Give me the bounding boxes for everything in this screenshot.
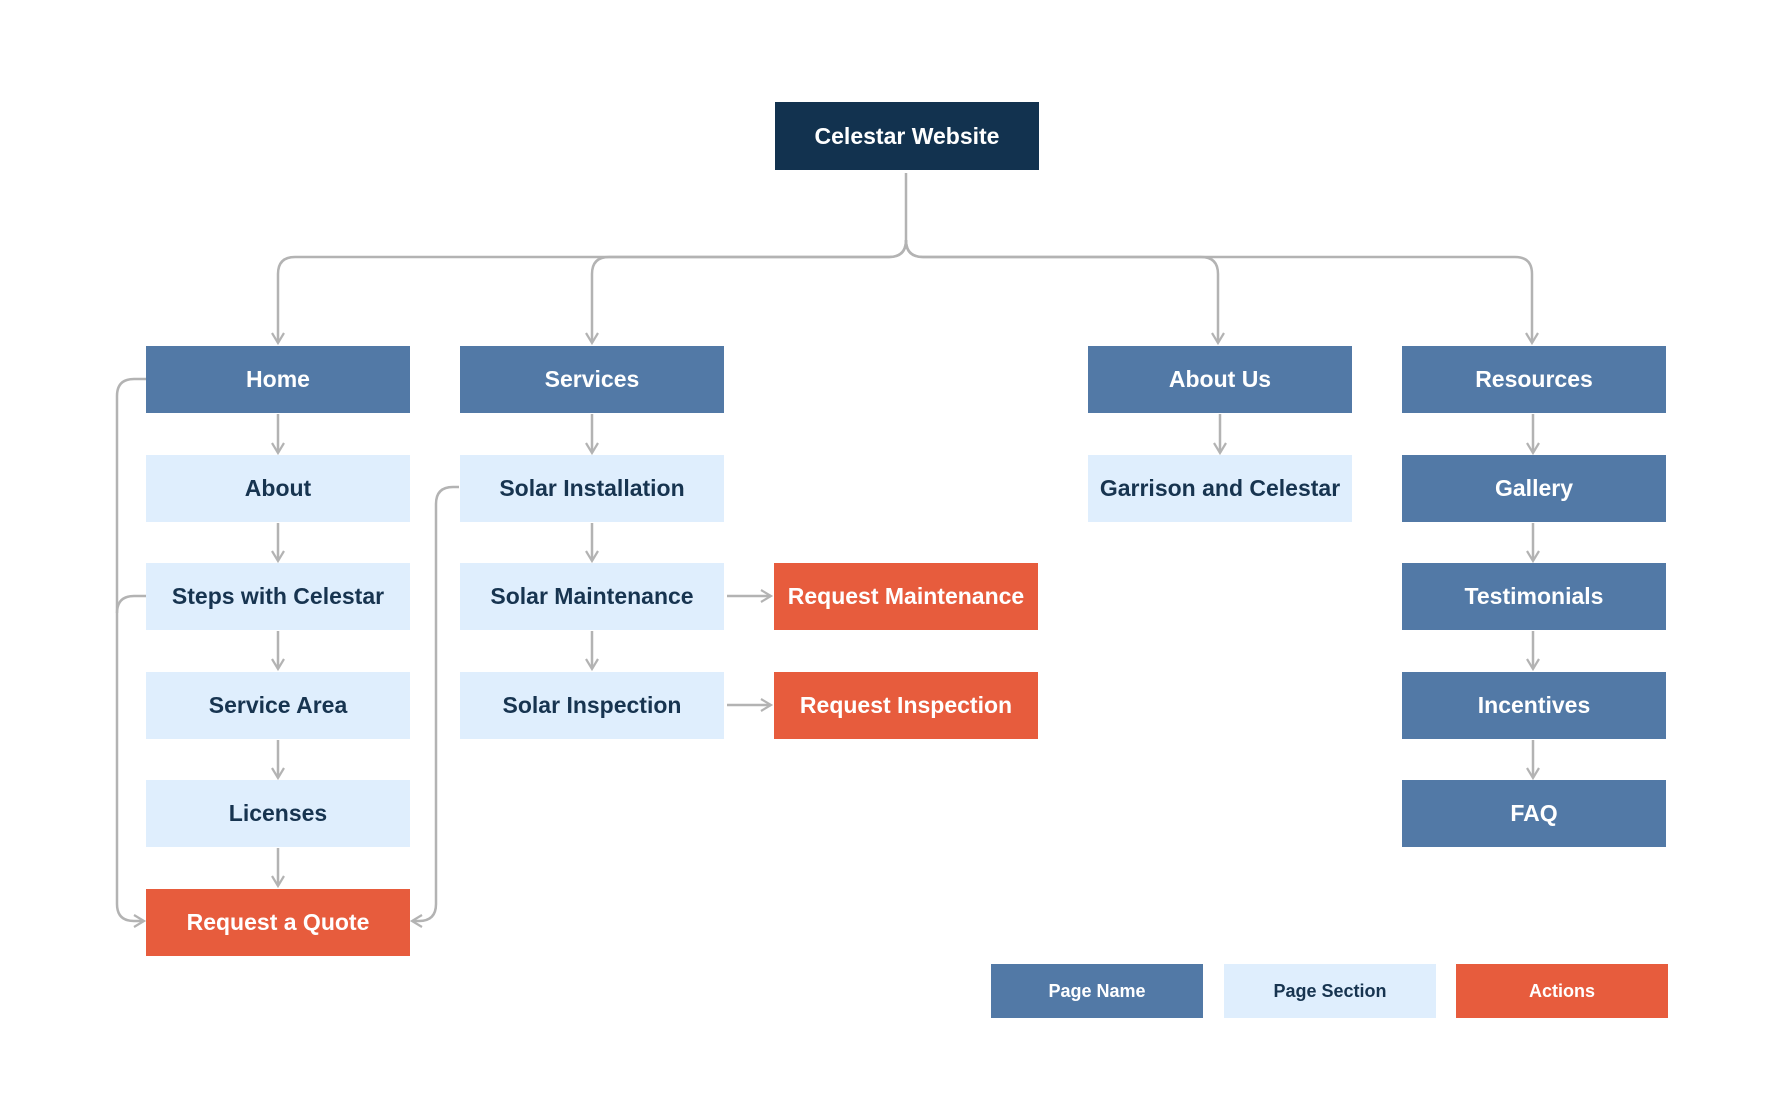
page-incentives: Incentives	[1402, 672, 1666, 739]
page-home: Home	[146, 346, 410, 413]
page-gallery-label: Gallery	[1495, 475, 1573, 501]
page-resources: Resources	[1402, 346, 1666, 413]
connector-home-to-quote	[115, 377, 147, 928]
connector-steps-to-quote	[115, 594, 146, 614]
section-solar-maintenance: Solar Maintenance	[460, 563, 724, 630]
section-about-label: About	[244, 475, 312, 501]
section-solar-maintenance-label: Solar Maintenance	[490, 583, 694, 609]
section-solar-installation: Solar Installation	[460, 455, 724, 522]
section-solar-inspection-label: Solar Inspection	[502, 692, 682, 718]
section-service-area-label: Service Area	[208, 692, 348, 718]
page-testimonials-label: Testimonials	[1464, 583, 1604, 609]
section-about: About	[146, 455, 410, 522]
page-home-label: Home	[246, 366, 310, 392]
section-licenses: Licenses	[146, 780, 410, 847]
section-service-area: Service Area	[146, 672, 410, 739]
section-garrison-and-celestar: Garrison and Celestar	[1088, 455, 1352, 522]
section-solar-inspection: Solar Inspection	[460, 672, 724, 739]
page-faq-label: FAQ	[1510, 800, 1558, 826]
section-solar-installation-label: Solar Installation	[499, 475, 685, 501]
legend-actions-label: Actions	[1528, 980, 1595, 1001]
connector-installation-to-quote	[409, 485, 459, 928]
page-resources-label: Resources	[1475, 366, 1593, 392]
page-faq: FAQ	[1402, 780, 1666, 847]
page-about-us: About Us	[1088, 346, 1352, 413]
action-request-inspection-label: Request Inspection	[799, 692, 1013, 718]
section-steps-label: Steps with Celestar	[171, 583, 385, 609]
page-gallery: Gallery	[1402, 455, 1666, 522]
legend-page-name: Page Name	[991, 964, 1203, 1018]
root-label: Celestar Website	[814, 122, 1000, 149]
action-request-maintenance-label: Request Maintenance	[787, 583, 1025, 609]
page-incentives-label: Incentives	[1477, 692, 1591, 718]
connector-root-to-services	[585, 239, 908, 346]
action-request-quote-label: Request a Quote	[186, 909, 370, 935]
section-garrison-label: Garrison and Celestar	[1099, 475, 1341, 501]
page-about-us-label: About Us	[1168, 366, 1272, 392]
action-request-quote: Request a Quote	[146, 889, 410, 956]
section-steps-with-celestar: Steps with Celestar	[146, 563, 410, 630]
page-services: Services	[460, 346, 724, 413]
legend-page-name-label: Page Name	[1048, 980, 1146, 1001]
legend-page-section: Page Section	[1224, 964, 1436, 1018]
section-licenses-label: Licenses	[228, 800, 328, 826]
action-request-maintenance: Request Maintenance	[774, 563, 1038, 630]
page-services-label: Services	[544, 366, 640, 392]
action-request-inspection: Request Inspection	[774, 672, 1038, 739]
root-node: Celestar Website	[775, 102, 1039, 170]
legend-page-section-label: Page Section	[1273, 980, 1387, 1001]
page-testimonials: Testimonials	[1402, 563, 1666, 630]
legend-actions: Actions	[1456, 964, 1668, 1018]
connector-root-to-about-us	[904, 239, 1225, 346]
connector-root-to-resources	[904, 239, 1539, 346]
